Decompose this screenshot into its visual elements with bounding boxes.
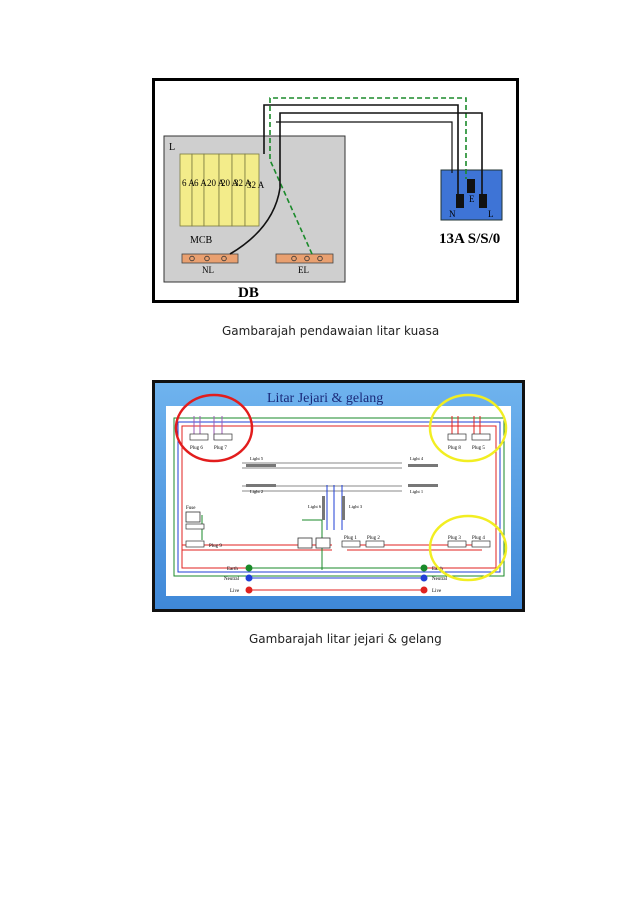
db-corner-label: L [169, 142, 175, 153]
legend-earth-right: Earth [432, 567, 443, 572]
switch-1 [297, 537, 313, 549]
live-dot-right [420, 586, 428, 594]
earth-dot-left [245, 564, 253, 572]
power-circuit-diagram: L 6 A 6 A 20 A 20 A 32 A 32 A MCB NL EL [152, 78, 519, 303]
legend-live-left: Live [230, 589, 240, 594]
mcb-rating-5: 32 A [234, 178, 252, 188]
radial-ring-diagram: Litar Jejari & gelang [152, 380, 525, 612]
plug-label-5: Plug 5 [472, 446, 485, 451]
light-label-4: Light 4 [410, 456, 424, 461]
power-circuit-svg: L 6 A 6 A 20 A 20 A 32 A 32 A MCB NL EL [152, 78, 519, 303]
light-label-1: Light 1 [410, 489, 423, 494]
light-label-5: Light 5 [250, 456, 264, 461]
live-dot-left [245, 586, 253, 594]
mcb-rating-4: 20 A [221, 178, 239, 188]
mcb-rating-6: 32 A [247, 180, 265, 190]
light-label-6: Light 6 [308, 504, 322, 509]
earth-link-label: EL [298, 265, 309, 275]
neutral-link-label: NL [202, 265, 214, 275]
plug-boxes [185, 433, 491, 548]
figure1-caption: Gambarajah pendawaian litar kuasa [222, 324, 440, 338]
socket-live-label: L [488, 209, 494, 219]
highlight-ring-circle-top [428, 393, 508, 463]
light-fittings [246, 464, 438, 520]
mcb-rating-3: 20 A [207, 178, 225, 188]
db-title: DB [238, 285, 259, 301]
legend-live-right: Live [432, 589, 442, 594]
mcb-rating-1: 6 A [182, 178, 195, 188]
socket-earth-pin [467, 179, 475, 193]
legend-neutral-left: Neutral [224, 577, 240, 582]
plug-label-7: Plug 7 [214, 446, 227, 451]
figure2-caption: Gambarajah litar jejari & gelang [249, 632, 442, 646]
mcb-label: MCB [190, 235, 213, 246]
earth-dot-right [420, 564, 428, 572]
fuse-label: Fuse [186, 506, 196, 511]
socket-title: 13A S/S/0 [439, 231, 500, 247]
switch-2 [315, 537, 331, 549]
mcb-rating-2: 6 A [194, 178, 207, 188]
neutral-link-bar [181, 253, 239, 264]
fuse-unit [185, 511, 201, 523]
plug-label-3: Plug 3 [448, 536, 461, 541]
socket-neutral-pin [456, 194, 464, 208]
neutral-dot-left [245, 574, 253, 582]
legend-neutral-right: Neutral [432, 577, 448, 582]
mcb-bank [179, 153, 260, 227]
highlight-radial-circle [174, 393, 254, 463]
diagram-title: Litar Jejari & gelang [267, 391, 383, 406]
light-label-2: Light 2 [250, 489, 263, 494]
plug-label-1: Plug 1 [344, 536, 357, 541]
legend-earth-left: Earth [227, 567, 238, 572]
plug-label-6: Plug 6 [190, 446, 203, 451]
plug-label-8: Plug 8 [448, 446, 461, 451]
wiring [229, 97, 483, 255]
socket-live-pin [479, 194, 487, 208]
radial-ring-svg: Litar Jejari & gelang [152, 380, 525, 612]
light-label-3: Light 3 [349, 504, 363, 509]
plug-label-9: Plug 9 [209, 544, 222, 549]
socket-outlet [440, 169, 503, 221]
ring-wires [173, 416, 505, 591]
socket-neutral-label: N [449, 209, 456, 219]
plug-label-2: Plug 2 [367, 536, 380, 541]
plug-label-4: Plug 4 [472, 536, 485, 541]
neutral-dot-right [420, 574, 428, 582]
highlight-ring-circle-bottom [428, 514, 508, 582]
socket-earth-label: E [469, 194, 475, 204]
